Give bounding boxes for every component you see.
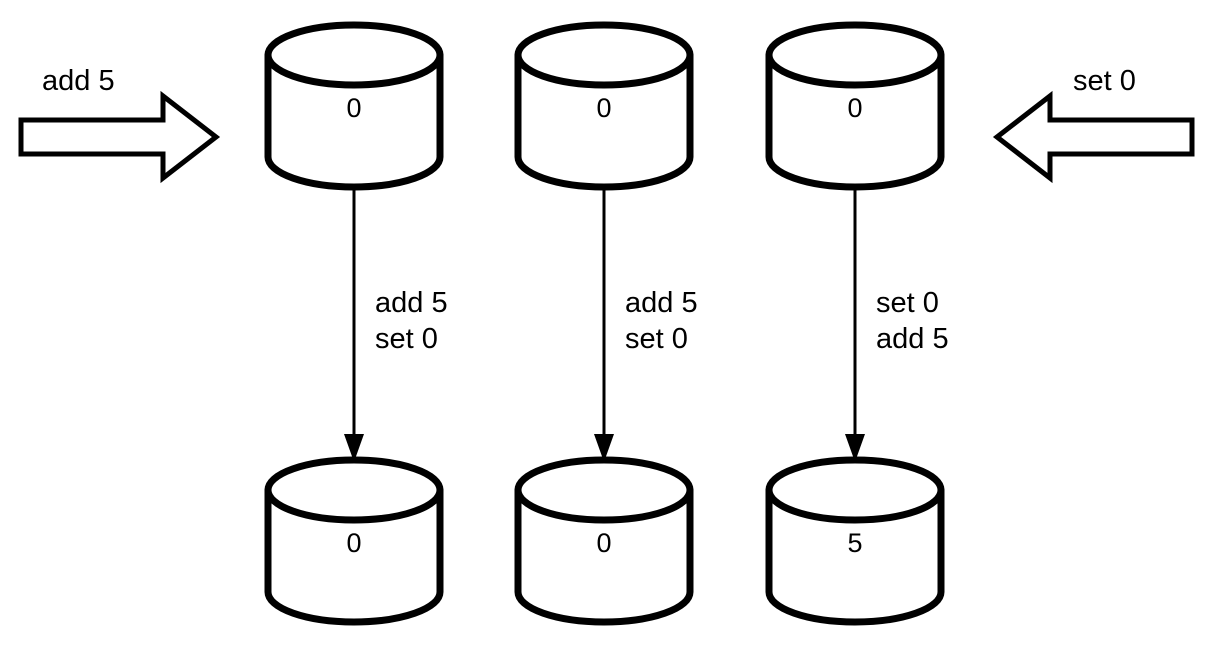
top-database-1: 0 xyxy=(264,21,444,191)
cylinder-top-ellipse-icon xyxy=(514,21,694,89)
bottom-database-value-3: 5 xyxy=(847,528,862,558)
external-arrow-right-label: set 0 xyxy=(1073,65,1136,97)
connector-arrowhead-1 xyxy=(344,434,364,462)
bottom-database-3: 5 xyxy=(765,456,945,626)
bottom-database-value-1: 0 xyxy=(346,528,361,558)
cylinder-top-ellipse-icon xyxy=(264,456,444,524)
external-arrow-left xyxy=(18,90,221,184)
bottom-database-2: 0 xyxy=(514,456,694,626)
connector-1 xyxy=(344,187,364,462)
replica-column-3: 0 set 0 add 5 5 xyxy=(765,21,949,626)
top-database-value-1: 0 xyxy=(346,93,361,123)
cylinder-body-icon xyxy=(765,486,945,626)
connector-2 xyxy=(594,187,614,462)
top-database-value-2: 0 xyxy=(596,93,611,123)
block-arrow-left-shape xyxy=(992,90,1195,184)
cylinder-top-ellipse-icon xyxy=(765,456,945,524)
cylinder-body-icon xyxy=(514,486,694,626)
cylinder-top-ellipse-icon xyxy=(765,21,945,89)
cylinder-body-icon xyxy=(765,51,945,191)
top-database-value-3: 0 xyxy=(847,93,862,123)
op-label-first-1: add 5 xyxy=(375,287,448,319)
connector-3 xyxy=(845,187,865,462)
bottom-database-value-2: 0 xyxy=(596,528,611,558)
cylinder-body-icon xyxy=(264,51,444,191)
op-label-second-2: set 0 xyxy=(625,323,688,355)
cylinder-top-ellipse-icon xyxy=(264,21,444,89)
external-arrow-right xyxy=(992,90,1195,184)
replica-column-1: 0 add 5 set 0 0 xyxy=(264,21,448,626)
top-database-2: 0 xyxy=(514,21,694,191)
op-label-first-3: set 0 xyxy=(876,287,939,319)
cylinder-body-icon xyxy=(514,51,694,191)
external-arrow-left-label: add 5 xyxy=(42,65,115,97)
cylinder-top-ellipse-icon xyxy=(514,456,694,524)
top-database-3: 0 xyxy=(765,21,945,191)
op-label-second-3: add 5 xyxy=(876,323,949,355)
connector-arrowhead-2 xyxy=(594,434,614,462)
cylinder-body-icon xyxy=(264,486,444,626)
replica-column-2: 0 add 5 set 0 0 xyxy=(514,21,698,626)
op-label-second-1: set 0 xyxy=(375,323,438,355)
block-arrow-right-shape xyxy=(18,90,221,184)
bottom-database-1: 0 xyxy=(264,456,444,626)
op-label-first-2: add 5 xyxy=(625,287,698,319)
connector-arrowhead-3 xyxy=(845,434,865,462)
